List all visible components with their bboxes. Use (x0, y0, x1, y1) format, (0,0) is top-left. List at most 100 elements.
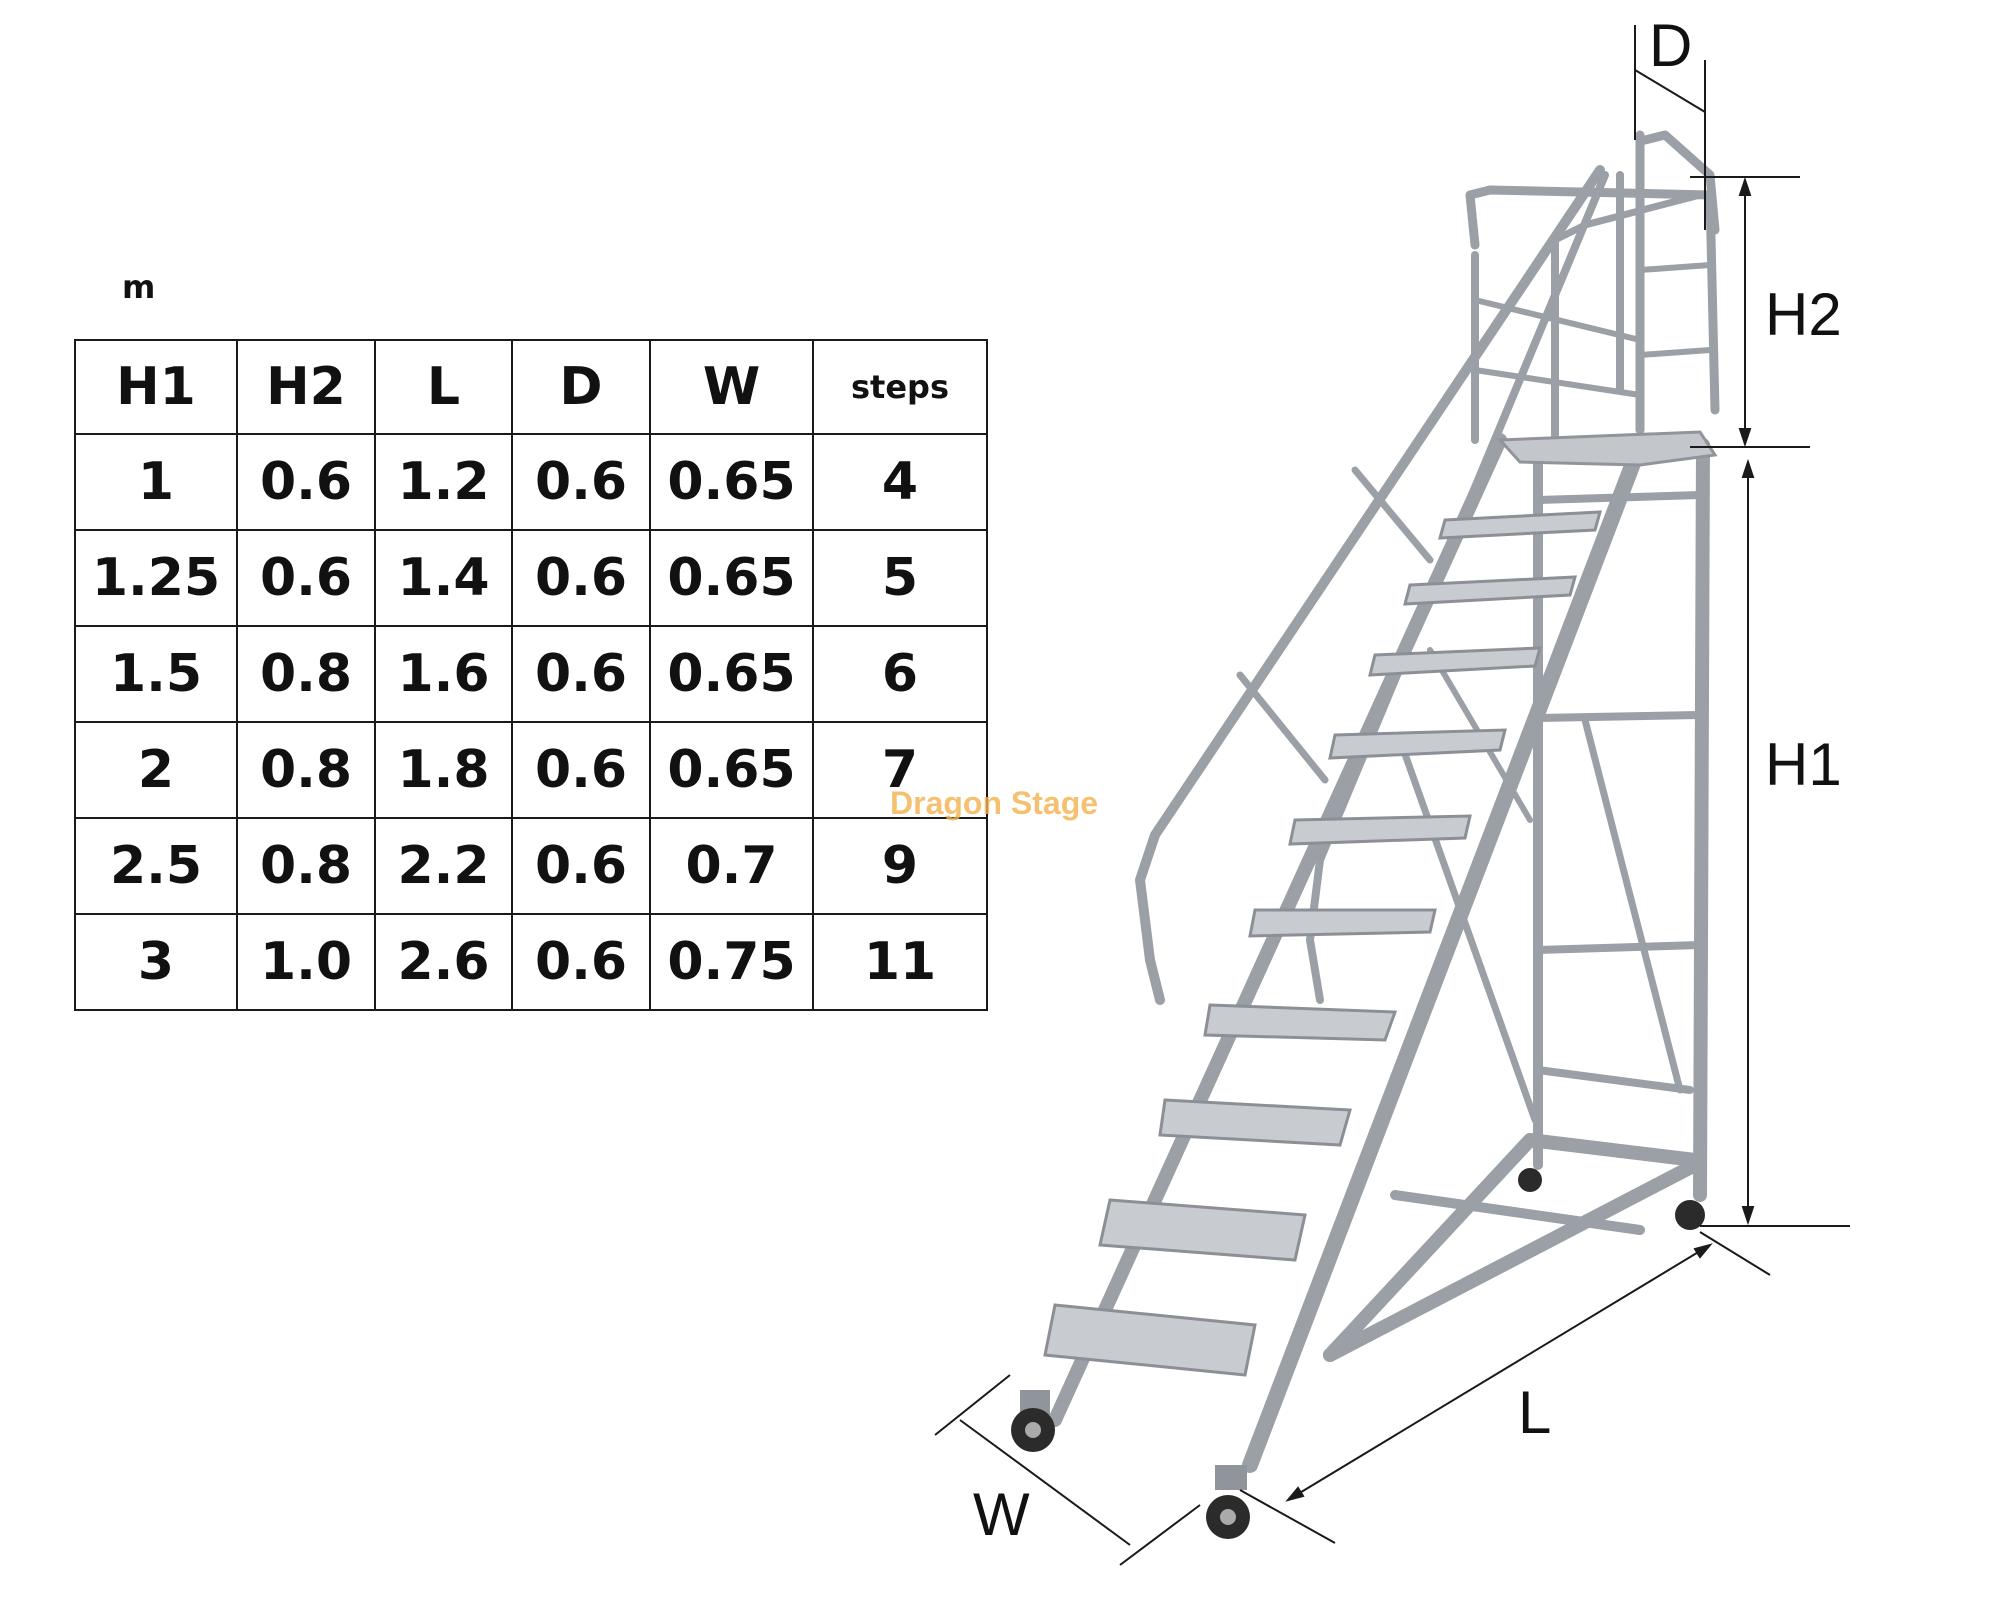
tread (1403, 575, 1578, 606)
cell-l: 1.8 (374, 721, 513, 819)
tread (1043, 1303, 1257, 1377)
cell-h1: 1 (74, 433, 238, 531)
cell-steps: 6 (812, 625, 988, 723)
dim-h2-arrow-bottom (1738, 428, 1752, 448)
casters (1011, 1168, 1705, 1539)
dim-h2-arrow-top (1738, 176, 1752, 196)
dim-label-h1: H1 (1765, 731, 1842, 798)
cell-steps: 9 (812, 817, 988, 915)
dim-h1-arrow-bottom (1741, 1206, 1755, 1226)
table-row: 1.5 0.8 1.6 0.6 0.65 6 (74, 625, 988, 723)
cell-h2: 0.8 (236, 817, 376, 915)
tread (1437, 510, 1603, 540)
cell-h2: 0.6 (236, 529, 376, 627)
caster-front-left (1011, 1390, 1055, 1452)
base-frame-bottom (1323, 1158, 1702, 1362)
cell-h1: 2.5 (74, 817, 238, 915)
cell-l: 1.2 (374, 433, 513, 531)
header-l: L (374, 339, 513, 435)
platform-guard-top (1640, 130, 1720, 235)
dim-label-d: D (1649, 12, 1692, 79)
unit-label: m (122, 268, 156, 306)
tread (1098, 1198, 1307, 1262)
dim-l-ext-left (1239, 1489, 1336, 1544)
rear-crossbar-4 (1534, 1066, 1694, 1094)
spec-table: H1 H2 L D W steps 1 0.6 1.2 0.6 0.65 4 1… (74, 339, 988, 1011)
dim-label-w: W (973, 1481, 1030, 1548)
dim-l-ext-right (1699, 1231, 1771, 1276)
cell-h2: 0.8 (236, 721, 376, 819)
base-frame-cross (1390, 1190, 1645, 1235)
header-w: W (649, 339, 814, 435)
cell-w: 0.65 (649, 625, 814, 723)
table-row: 1 0.6 1.2 0.6 0.65 4 (74, 433, 988, 531)
cell-steps: 11 (812, 913, 988, 1011)
dim-d-line (1634, 69, 1706, 113)
tread (1248, 908, 1437, 938)
header-d: D (511, 339, 651, 435)
caster-rear-right (1675, 1200, 1705, 1230)
table-header-row: H1 H2 L D W steps (74, 339, 988, 435)
dim-w-ext-right (1119, 1504, 1201, 1566)
cell-l: 1.4 (374, 529, 513, 627)
dim-l-arrow-right (1693, 1243, 1713, 1259)
cell-d: 0.6 (511, 529, 651, 627)
tread (1158, 1098, 1352, 1147)
cell-h1: 2 (74, 721, 238, 819)
dim-l-arrow-left (1285, 1486, 1305, 1502)
table-row: 1.25 0.6 1.4 0.6 0.65 5 (74, 529, 988, 627)
handrail-left-inner (1306, 171, 1609, 1004)
front-stringer-right (1242, 437, 1648, 1473)
caster-rear-left (1518, 1168, 1542, 1192)
cell-w: 0.65 (649, 721, 814, 819)
handrail-brace-upper (1351, 466, 1434, 564)
platform-guard-inner (1551, 191, 1704, 244)
top-platform (1496, 430, 1718, 467)
dim-l-line (1287, 1244, 1711, 1501)
cell-l: 1.6 (374, 625, 513, 723)
cell-h1: 1.5 (74, 625, 238, 723)
platform-guard-rail-4 (1637, 347, 1713, 358)
cell-h2: 0.6 (236, 433, 376, 531)
cell-w: 0.7 (649, 817, 814, 915)
cell-w: 0.65 (649, 529, 814, 627)
cell-steps: 4 (812, 433, 988, 531)
cell-h1: 1.25 (74, 529, 238, 627)
tread (1328, 728, 1507, 760)
cell-d: 0.6 (511, 625, 651, 723)
rear-brace-2 (1396, 736, 1539, 1124)
rear-crossbar-2 (1534, 711, 1704, 722)
rear-crossbar-1 (1534, 491, 1704, 504)
cell-h2: 1.0 (236, 913, 376, 1011)
watermark: Dragon Stage (890, 785, 1099, 821)
header-h1: H1 (74, 339, 238, 435)
tread (1368, 646, 1542, 677)
tread (1203, 1003, 1398, 1042)
cell-d: 0.6 (511, 433, 651, 531)
dim-h1-arrow-top (1741, 458, 1755, 478)
table-row: 2 0.8 1.8 0.6 0.65 7 (74, 721, 988, 819)
cell-steps: 7 (812, 721, 988, 819)
handrail-left (1135, 165, 1605, 1005)
cell-h1: 3 (74, 913, 238, 1011)
cell-steps: 5 (812, 529, 988, 627)
platform-guard-rail-3 (1637, 262, 1713, 273)
cell-d: 0.6 (511, 721, 651, 819)
platform-guard-rail-1 (1472, 297, 1643, 343)
rear-crossbar-3 (1534, 941, 1704, 954)
table-row: 2.5 0.8 2.2 0.6 0.7 9 (74, 817, 988, 915)
cell-d: 0.6 (511, 817, 651, 915)
header-steps: steps (812, 339, 988, 435)
rear-post-right (1693, 438, 1710, 1202)
cell-l: 2.2 (374, 817, 513, 915)
dim-w-line (959, 1419, 1131, 1546)
rear-brace-1 (1581, 716, 1684, 1094)
cell-w: 0.65 (649, 433, 814, 531)
handrail-brace-lower (1236, 671, 1329, 784)
table-row: 3 1.0 2.6 0.6 0.75 11 (74, 913, 988, 1011)
dim-label-h2: H2 (1765, 281, 1842, 348)
dim-w-ext-left (934, 1374, 1011, 1436)
base-frame-side (1323, 1133, 1702, 1362)
dim-label-l: L (1518, 1379, 1551, 1446)
